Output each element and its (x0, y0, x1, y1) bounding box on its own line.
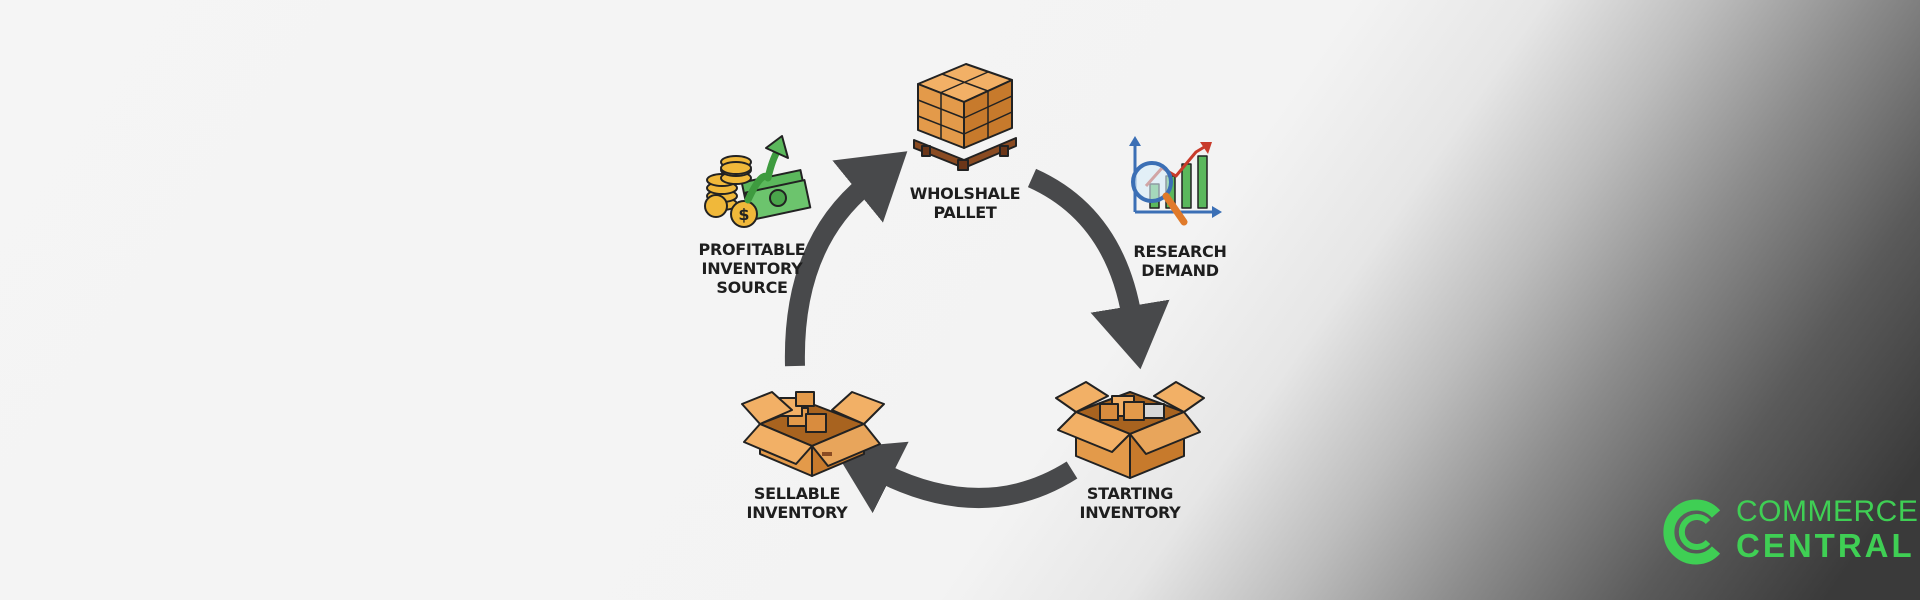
arrow-pallet-to-starting (1027, 168, 1170, 370)
node-label-sellable-inventory: SELLABLE INVENTORY (746, 484, 848, 522)
logo-wordmark: COMMERCE CENTRAL (1736, 496, 1918, 564)
research-chart-icon (1129, 136, 1222, 226)
logo-text-central: CENTRAL (1736, 527, 1915, 564)
cycle-arrows (784, 151, 1170, 514)
node-label-wholesale-pallet: WHOLSHALE PALLET (909, 184, 1021, 222)
money-growth-icon: $ (704, 135, 812, 228)
commerce-central-logo: COMMERCE CENTRAL (1656, 492, 1918, 572)
open-box-icon (1055, 381, 1205, 479)
arrow-sellable-to-pallet (784, 151, 908, 367)
pallet-icon (913, 63, 1017, 171)
node-label-research-demand: RESEARCH DEMAND (1133, 242, 1227, 280)
node-label-profitable-inventory-source: PROFITABLE INVENTORY SOURCE (698, 240, 806, 297)
arrow-starting-to-sellable (833, 441, 1078, 514)
svg-text:$: $ (738, 205, 749, 224)
logo-text-commerce: COMMERCE (1736, 495, 1919, 528)
node-label-starting-inventory: STARTING INVENTORY (1079, 484, 1181, 522)
commerce-central-logo-icon (1663, 499, 1721, 565)
box-of-boxes-icon (741, 391, 885, 477)
